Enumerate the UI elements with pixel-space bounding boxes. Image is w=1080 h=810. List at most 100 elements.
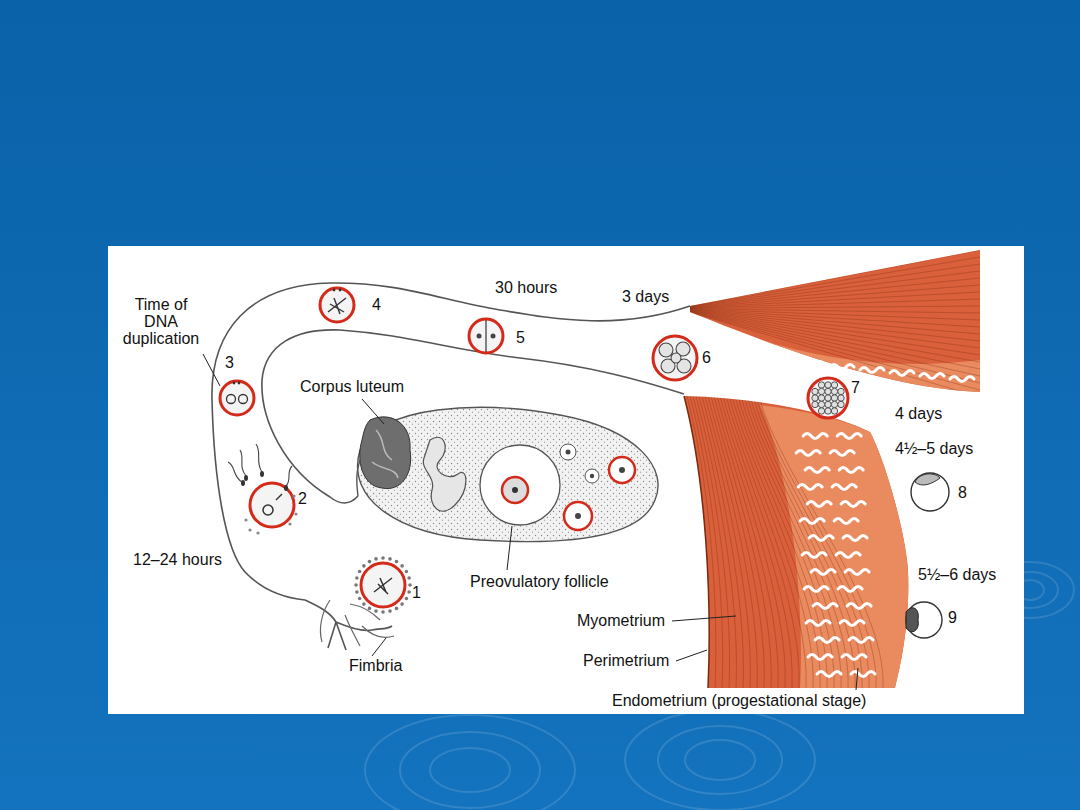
- gland: [798, 485, 822, 490]
- hatch-line: [690, 278, 980, 307]
- blastomere: [831, 388, 837, 394]
- oocyte-stage-1: [354, 556, 412, 614]
- part-label: Myometrium: [577, 612, 665, 630]
- blastomere: [825, 401, 831, 407]
- gland: [836, 553, 860, 558]
- blastomere: [831, 408, 837, 414]
- callout-number: 7: [851, 379, 860, 397]
- corona-cell: [395, 607, 399, 611]
- corona-cell: [400, 564, 404, 568]
- blastomere: [825, 395, 831, 401]
- corona-cell: [407, 590, 411, 594]
- hatch-line: [747, 396, 855, 688]
- gland: [796, 451, 820, 456]
- corona-cell: [358, 570, 362, 574]
- corona-cell: [395, 560, 399, 564]
- hatch-line: [687, 396, 716, 688]
- hatch-line: [750, 396, 862, 688]
- implanting-blastocyst-9: [906, 602, 942, 638]
- corona-cell: [354, 583, 358, 587]
- callout-number: 8: [958, 484, 967, 502]
- part-label: Time of DNA duplication: [120, 296, 202, 347]
- hatch-line: [690, 299, 980, 308]
- blastomere: [825, 382, 831, 388]
- corona-cell: [381, 556, 385, 560]
- callout-number: 4: [372, 296, 381, 314]
- callout-number: 5: [516, 329, 525, 347]
- time-label: 30 hours: [495, 279, 557, 297]
- first-cleavage-stage-4: [320, 288, 354, 322]
- corpus-luteum-texture: [372, 430, 398, 478]
- hatch-line: [690, 310, 980, 334]
- hatch-line: [753, 396, 869, 688]
- preovulatory-follicle: [480, 445, 560, 525]
- gland: [830, 451, 854, 456]
- corona-cell: [405, 597, 409, 601]
- callout-number: 1: [412, 584, 421, 602]
- gland: [803, 434, 827, 439]
- pronuclei-stage-3: [220, 381, 254, 415]
- gland: [841, 502, 865, 507]
- gland: [860, 368, 884, 373]
- uterus-wall: [684, 396, 908, 688]
- hatch-line: [759, 396, 883, 688]
- gland: [838, 587, 862, 592]
- corona-cell: [358, 597, 362, 601]
- oviduct: [212, 283, 690, 650]
- gland: [839, 468, 863, 473]
- morula-stage-7: [808, 378, 848, 418]
- hatch-line: [690, 306, 980, 308]
- oocyte: [502, 477, 528, 503]
- corona-cell: [355, 576, 359, 580]
- leader-lines: [203, 354, 858, 690]
- time-label: 4½–5 days: [895, 440, 973, 458]
- gland: [808, 655, 832, 660]
- corona-cell: [355, 590, 359, 594]
- uterus-wall: [690, 250, 980, 392]
- corona-cell: [407, 576, 411, 580]
- gland: [830, 365, 854, 370]
- fertilization-stage-2: [228, 444, 298, 535]
- small-follicles: [560, 444, 635, 530]
- corona-cell: [388, 609, 392, 613]
- corona-cell: [362, 564, 366, 568]
- hatch-line: [729, 396, 813, 688]
- muscle-hatching: [684, 396, 883, 688]
- hatch-line: [690, 312, 980, 397]
- corpus-luteum: [360, 417, 411, 489]
- gland: [770, 359, 794, 364]
- hatch-line: [717, 396, 785, 688]
- gland: [849, 638, 873, 643]
- hatch-line: [690, 311, 980, 376]
- gland: [740, 356, 764, 361]
- time-label: 4 days: [895, 405, 942, 423]
- callout-number: 6: [702, 349, 711, 367]
- gland: [815, 638, 839, 643]
- callout-number: 3: [225, 354, 234, 372]
- corona-cell: [374, 557, 378, 561]
- blastomere: [818, 395, 824, 401]
- gland: [809, 536, 833, 541]
- blastomere: [812, 395, 818, 401]
- gland: [851, 672, 875, 677]
- gland: [845, 570, 869, 575]
- blastomere: [818, 401, 824, 407]
- atretic-follicle: [423, 437, 466, 511]
- corona-cell: [374, 609, 378, 613]
- blastomere: [838, 388, 844, 394]
- callout-number: 9: [948, 609, 957, 627]
- hatch-line: [738, 396, 834, 688]
- hatch-line: [735, 396, 827, 688]
- two-cell-stage-5: [469, 319, 503, 353]
- hatch-line: [690, 250, 980, 306]
- blastomere: [812, 388, 818, 394]
- figure-panel: [108, 246, 1024, 714]
- hatch-line: [690, 285, 980, 308]
- corona-cell: [408, 583, 412, 587]
- blastomere: [818, 388, 824, 394]
- gland: [842, 655, 866, 660]
- gland: [802, 553, 826, 558]
- corona-cell: [400, 602, 404, 606]
- corona-cell: [368, 560, 372, 564]
